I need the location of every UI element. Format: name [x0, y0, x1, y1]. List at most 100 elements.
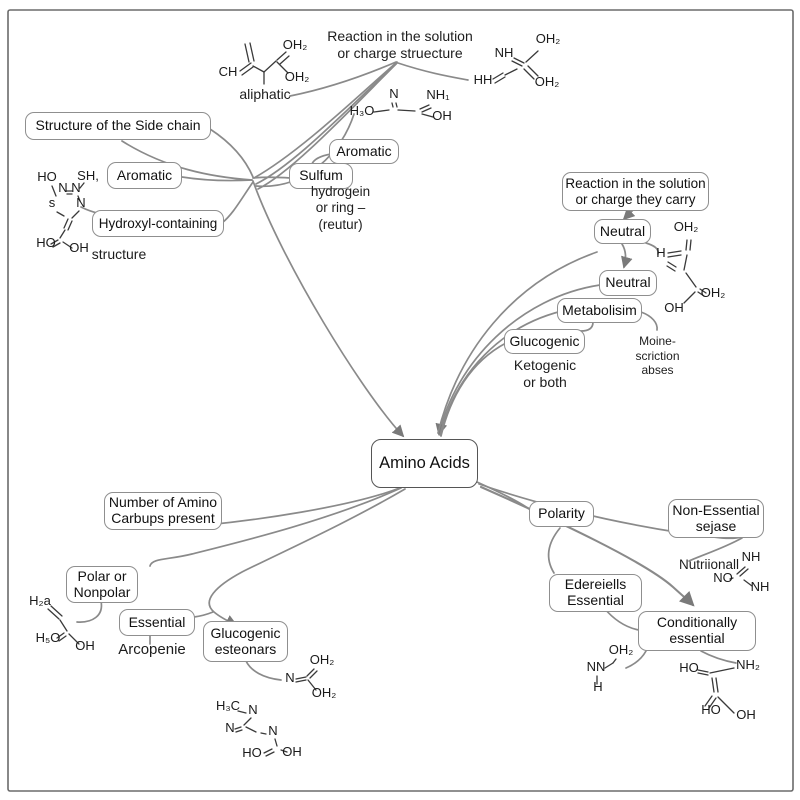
- node-hydroxyl: Hydroxyl-containing: [92, 210, 224, 237]
- connector-top-bundle: [257, 63, 397, 190]
- connector-side-chain: [121, 140, 253, 181]
- polar-structure-bond: [59, 619, 68, 632]
- connector-glucogenic-est-to-struct: [245, 660, 282, 681]
- amide-structure-top-right-bond: [523, 68, 535, 80]
- guanidine-structure-atom-label: NH: [751, 579, 770, 594]
- image-frame: [7, 9, 794, 792]
- node-reaction-carry: Reaction in the solution or charge they …: [562, 172, 709, 211]
- connector-conditionally-to-serine: [700, 650, 737, 664]
- amide-structure-mid-bond: [397, 109, 416, 112]
- ring-structure-bottom-atom-label: H₃C: [216, 698, 240, 713]
- guanidine-structure-bond: [729, 577, 734, 580]
- serine-structure-atom-label: OH: [736, 707, 756, 722]
- top-title-line: Reaction in the solution: [327, 28, 473, 44]
- thiol-ring-structure-bond: [79, 182, 85, 189]
- top-title-line: or charge struecture: [337, 45, 463, 62]
- connector-non-essential-hook: [688, 537, 743, 562]
- thiol-ring-structure-bond: [62, 241, 73, 249]
- node-label: Edereiells: [564, 576, 627, 593]
- serine-structure-bond: [709, 667, 735, 674]
- guanidine-structure-bond: [743, 579, 753, 587]
- thiol-ring-structure-atom-label: OH: [69, 240, 89, 255]
- amide-structure-mid-atom-label: NH₁: [426, 87, 450, 102]
- amine-structure-atom-label: NN: [587, 659, 606, 674]
- neutral-structure-bond: [699, 288, 707, 294]
- thiol-ring-structure-bond: [51, 185, 57, 197]
- serine-structure-bond: [697, 669, 709, 673]
- connector-neutral-to-neutral: [621, 243, 633, 269]
- aliphatic-structure-bond: [249, 42, 255, 62]
- node-glucogenic-right: Glucogenic: [504, 329, 585, 354]
- connector-amino-to-polar: [149, 487, 402, 567]
- ring-structure-bottom-bond: [265, 751, 275, 757]
- imine-structure-atom-label: OH₂: [312, 685, 337, 700]
- label-aliphatic: aliphatic: [239, 86, 291, 102]
- connector-right-fan: [440, 342, 507, 437]
- neutral-structure-bond: [683, 254, 688, 271]
- node-aromatic-left: Aromatic: [107, 162, 182, 189]
- node-label: Non-Essential: [672, 501, 760, 518]
- label-moine: Moine- scriction abses: [635, 334, 680, 378]
- node-label: Number of Amino: [108, 494, 218, 511]
- connector-aromatic-left: [181, 176, 253, 182]
- aliphatic-structure-atom-label: CH: [219, 64, 238, 79]
- node-label: Conditionally: [656, 614, 738, 631]
- thiol-ring-structure-atom-label: HO: [37, 169, 57, 184]
- amide-structure-mid-bond: [391, 102, 394, 108]
- connector-right-fan: [437, 251, 598, 434]
- aliphatic-structure-bond: [279, 55, 290, 65]
- thiol-ring-structure-atom-label: N: [76, 195, 85, 210]
- serine-structure-bond: [704, 695, 713, 707]
- thiol-ring-structure-atom-label: s: [49, 195, 56, 210]
- guanidine-structure-atom-label: NO: [713, 570, 733, 585]
- amide-structure-top-right-bond: [527, 65, 539, 77]
- aliphatic-structure-bond: [263, 60, 277, 73]
- ring-structure-bottom-atom-label: HO: [242, 745, 262, 760]
- thiol-ring-structure-bond: [52, 242, 61, 248]
- neutral-structure-atom-label: H: [656, 245, 665, 260]
- node-label: Polar or: [77, 567, 127, 584]
- amide-structure-mid-bond: [419, 104, 430, 110]
- thiol-ring-structure-bond: [63, 218, 69, 229]
- aliphatic-structure-bond: [276, 61, 289, 74]
- aliphatic-structure-atom-label: OH₂: [283, 37, 308, 52]
- amide-structure-mid-atom-label: H₃O: [350, 103, 375, 118]
- ring-structure-bottom-bond: [280, 749, 288, 753]
- neutral-structure-atom-label: OH: [664, 300, 684, 315]
- amide-structure-top-right-bond: [504, 68, 518, 76]
- imine-structure-bond: [309, 670, 318, 679]
- amide-structure-mid-atom-label: N: [389, 86, 398, 101]
- label-arcopenie: Arcopenie: [118, 641, 186, 658]
- aliphatic-structure-bond: [252, 65, 265, 73]
- node-label: Essential: [128, 613, 186, 630]
- label-structure: structure: [91, 246, 147, 262]
- connector-polar-to-struct: [76, 600, 103, 623]
- amide-structure-mid-atom-label: OH: [432, 108, 452, 123]
- connector-sulfum: [252, 176, 291, 179]
- neutral-structure-bond: [685, 272, 697, 288]
- amine-structure-bond: [604, 662, 614, 669]
- aliphatic-structure-bond: [276, 51, 287, 61]
- node-sulfum: Sulfum: [289, 163, 353, 189]
- ring-structure-bottom-bond: [234, 726, 242, 730]
- node-number-amino: Number of Amino Carbups present: [104, 492, 222, 530]
- thiol-ring-structure-bond: [56, 211, 65, 217]
- node-label: esteonars: [214, 640, 277, 657]
- ring-structure-bottom-bond: [245, 726, 257, 733]
- node-label: Neutral: [599, 222, 646, 239]
- node-label: Amino Acids: [379, 454, 470, 473]
- connector-conditionally-to-amine: [625, 650, 647, 669]
- node-label: Carbups present: [111, 510, 215, 526]
- node-neutral-2: Neutral: [599, 270, 657, 296]
- node-label: or charge they carry: [575, 191, 696, 207]
- aliphatic-structure-bond: [241, 66, 254, 76]
- connector-essential: [193, 611, 214, 618]
- label-hydrogen-ring: hydrogein or ring – (reutur): [310, 184, 371, 232]
- guanidine-structure-atom-label: NH: [742, 549, 761, 564]
- ring-structure-bottom-bond: [260, 732, 267, 735]
- aliphatic-structure-atom-label: OH₂: [285, 69, 310, 84]
- guanidine-structure-bond: [739, 568, 749, 577]
- node-label: sejase: [695, 517, 737, 534]
- imine-structure-atom-label: N: [285, 670, 294, 685]
- connector-aromatic-mid: [311, 153, 332, 165]
